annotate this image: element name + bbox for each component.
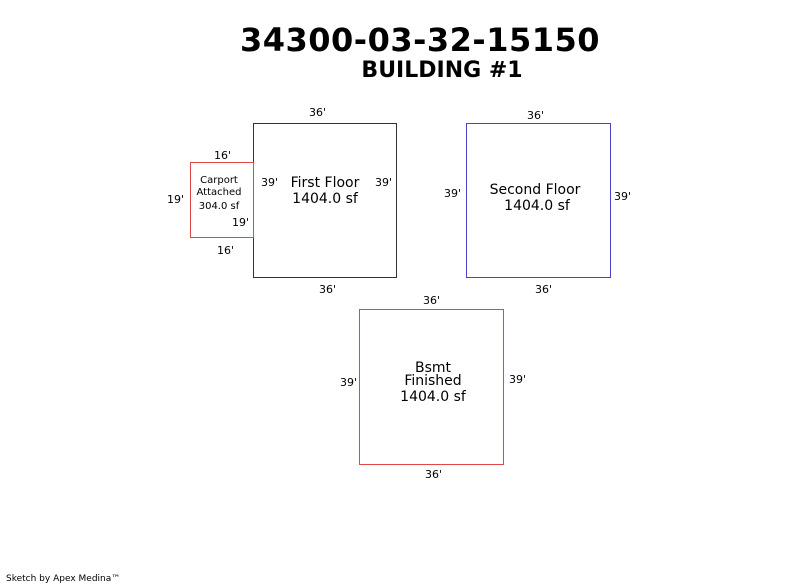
second-floor-dim-bottom: 36': [535, 283, 553, 296]
second-floor-name: Second Floor: [489, 182, 581, 198]
first-floor-area: 1404.0 sf: [292, 191, 358, 207]
carport-dim-right: 19': [232, 216, 250, 229]
building-title: BUILDING #1: [361, 58, 523, 83]
carport-name-line1: Carport: [200, 175, 238, 186]
basement-name-line1: Bsmt: [414, 360, 452, 376]
carport-outline: [190, 162, 254, 238]
second-floor-outline: [466, 123, 611, 278]
basement-area: 1404.0 sf: [400, 389, 466, 405]
second-floor-dim-right: 39': [614, 190, 632, 203]
carport-dim-bottom: 16': [217, 244, 235, 257]
basement-dim-left: 39': [340, 376, 358, 389]
basement-name-line2: Finished: [404, 373, 462, 389]
first-floor-dim-left: 39': [261, 176, 279, 189]
carport-dim-top: 16': [214, 149, 232, 162]
second-floor-dim-left: 39': [444, 187, 462, 200]
first-floor-dim-bottom: 36': [319, 283, 337, 296]
carport-area: 304.0 sf: [198, 201, 240, 212]
carport-name-line2: Attached: [196, 187, 242, 198]
second-floor-area: 1404.0 sf: [504, 198, 570, 214]
basement-dim-top: 36': [423, 294, 441, 307]
basement-dim-right: 39': [509, 373, 527, 386]
parcel-id-title: 34300-03-32-15150: [239, 21, 601, 59]
basement-outline: [359, 309, 504, 465]
first-floor-dim-right: 39': [375, 176, 393, 189]
carport-dim-left: 19': [167, 193, 185, 206]
basement-dim-bottom: 36': [425, 468, 443, 481]
second-floor-dim-top: 36': [527, 109, 545, 122]
first-floor-name: First Floor: [290, 175, 360, 191]
first-floor-dim-top: 36': [309, 106, 327, 119]
sketch-credit: Sketch by Apex Medina™: [6, 574, 121, 584]
